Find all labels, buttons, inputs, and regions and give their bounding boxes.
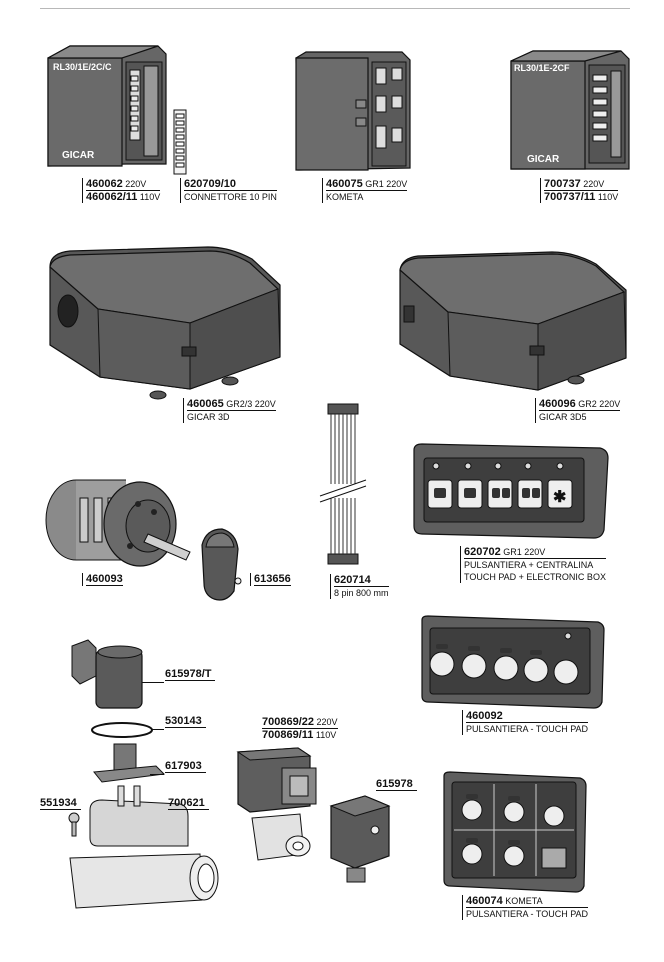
product-desc: KOMETA: [326, 192, 364, 202]
label-700737: 700737 220V 700737/11 110V: [540, 178, 619, 203]
label-460075: 460075 GR1 220V KOMETA: [322, 178, 408, 203]
svg-text:✱: ✱: [553, 489, 566, 506]
label-620709-10: 620709/10 CONNETTORE 10 PIN: [180, 178, 277, 203]
product-desc: CONNETTORE 10 PIN: [184, 192, 277, 202]
knob-illustration: [201, 528, 242, 601]
product-desc: GICAR 3D: [187, 412, 230, 422]
relay-box-text-1: RL30/1E/2C/C: [53, 62, 112, 72]
product-desc-2: TOUCH PAD + ELECTRONIC BOX: [464, 572, 606, 582]
product-desc: PULSANTIERA - TOUCH PAD: [466, 724, 589, 734]
connector-615978-illustration: [329, 795, 391, 883]
relay-box-text-2: RL30/1E-2CF: [514, 63, 570, 73]
callout-617903: 617903: [165, 760, 206, 773]
product-code: 460074: [466, 895, 503, 907]
label-460093: 460093: [82, 573, 123, 586]
touch-pad-460092-illustration: [421, 615, 605, 709]
product-desc: PULSANTIERA - TOUCH PAD: [466, 909, 589, 919]
product-code-alt: 700869/11: [262, 729, 314, 741]
kometa-box-illustration: [295, 51, 411, 171]
product-code: 620702: [464, 546, 501, 558]
product-code: 460092: [466, 710, 503, 722]
callout-615978: 615978: [376, 778, 417, 791]
product-desc: GICAR 3D5: [539, 412, 587, 422]
label-solenoid: 700869/22 220V 700869/11 110V: [262, 716, 338, 741]
label-620714: 620714 8 pin 800 mm: [330, 574, 389, 599]
connector-10pin-illustration: [173, 109, 187, 175]
relay-box-brand-1: GICAR: [62, 150, 95, 161]
product-code: 700869/22: [262, 716, 314, 728]
touch-pad-460074-illustration: [443, 771, 587, 893]
product-code: 620709/10: [184, 178, 236, 190]
gicar-3d5-box-illustration: [399, 251, 627, 391]
product-desc: 8 pin 800 mm: [334, 588, 389, 598]
label-620702: 620702 GR1 220V PULSANTIERA + CENTRALINA…: [460, 546, 606, 583]
relay-box-illustration-1: RL30/1E/2C/C GICAR: [47, 45, 167, 167]
leader-coil: [142, 682, 164, 683]
callout-700621: 700621: [168, 797, 209, 810]
product-code: 460075: [326, 178, 363, 190]
label-460065: 460065 GR2/3 220V GICAR 3D: [183, 398, 276, 423]
label-460092: 460092 PULSANTIERA - TOUCH PAD: [462, 710, 589, 735]
valve-assembly-illustration: [68, 639, 219, 909]
touch-pad-620702-illustration: ✱: [413, 443, 609, 539]
relay-box-illustration-2: RL30/1E-2CF GICAR: [510, 50, 630, 170]
product-code: 620714: [334, 574, 371, 586]
label-460062: 460062 220V 460062/11 110V: [82, 178, 161, 203]
relay-box-brand-2: GICAR: [527, 154, 560, 165]
product-code: 460065: [187, 398, 224, 410]
callout-551934: 551934: [40, 797, 81, 810]
product-code: 460062: [86, 178, 123, 190]
gicar-3d-box-illustration: [49, 246, 281, 400]
ribbon-cable-illustration: [319, 403, 367, 565]
product-desc: PULSANTIERA + CENTRALINA: [464, 560, 594, 570]
solenoid-valve-illustration: [236, 747, 317, 861]
product-code: 613656: [254, 573, 291, 585]
leader-oring: [152, 729, 164, 730]
callout-615978-t: 615978/T: [165, 668, 216, 681]
page-top-rule: [40, 8, 630, 9]
rotary-switch-illustration: [45, 479, 191, 567]
label-460096: 460096 GR2 220V GICAR 3D5: [535, 398, 621, 423]
product-code-alt: 700737/11: [544, 191, 596, 203]
leader-core: [150, 774, 164, 775]
product-code: 460096: [539, 398, 576, 410]
label-460074: 460074 KOMETA PULSANTIERA - TOUCH PAD: [462, 895, 589, 920]
product-code-alt: 460062/11: [86, 191, 138, 203]
label-613656: 613656: [250, 573, 291, 586]
product-code: 700737: [544, 178, 581, 190]
callout-530143: 530143: [165, 715, 206, 728]
product-code: 460093: [86, 573, 123, 585]
